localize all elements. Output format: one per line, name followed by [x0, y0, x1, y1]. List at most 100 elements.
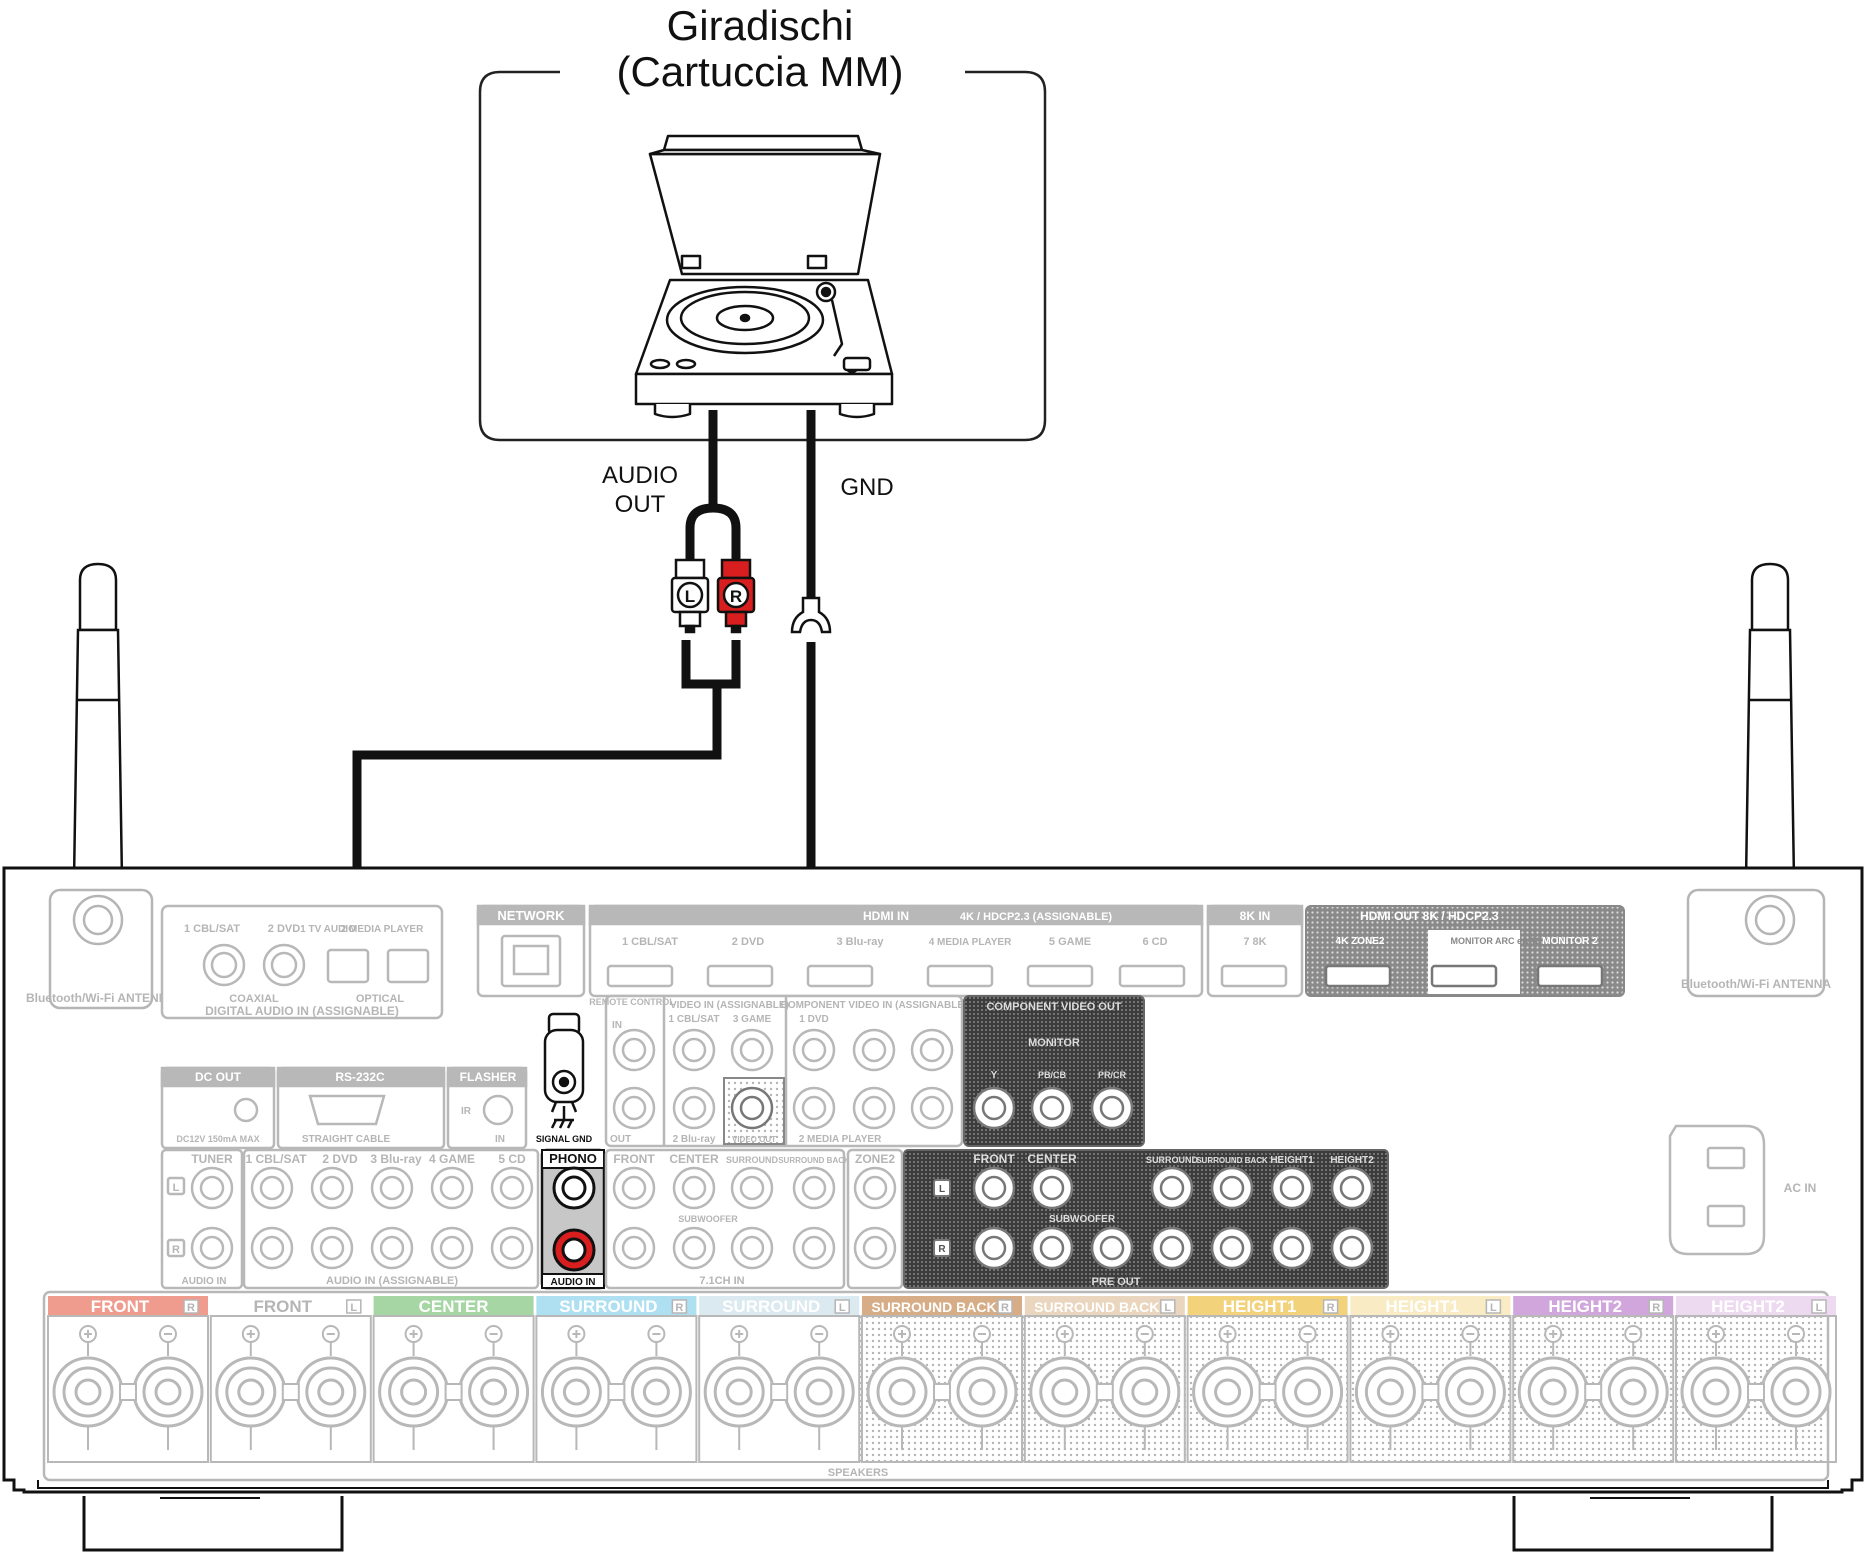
speaker-terminal-header	[699, 1296, 860, 1316]
phono-audio-in-label: AUDIO IN	[551, 1277, 596, 1288]
ac-in-label: AC IN	[1784, 1181, 1817, 1195]
speaker-side-letter: L	[1490, 1302, 1497, 1314]
hdmi-input-3: 3 Blu-ray	[836, 936, 884, 948]
audio-in-2-label: 2 DVD	[322, 1152, 358, 1166]
audio-in-section	[160, 1148, 540, 1290]
speaker-side-box	[1485, 1299, 1502, 1314]
speaker-terminal-body	[1023, 1315, 1186, 1463]
comp-pr-label: PR/CR	[1098, 1070, 1127, 1080]
hdmi-out-monitor-label: MONITOR ARC eARC	[1450, 936, 1542, 946]
audio-in-3-label: 3 Blu-ray	[370, 1152, 422, 1166]
video-in-section	[604, 994, 964, 1148]
pre-out-subwoofer-label: SUBWOOFER	[1049, 1214, 1116, 1225]
speaker-side-box	[1160, 1299, 1176, 1314]
zone2-section	[846, 1148, 904, 1290]
speaker-side-box	[671, 1299, 688, 1314]
pre-out-center-label: CENTER	[1027, 1152, 1077, 1166]
speaker-terminal-header	[1350, 1296, 1511, 1316]
multich-in-label: 7.1CH IN	[699, 1275, 744, 1287]
component-in-label: COMPONENT VIDEO IN (ASSIGNABLE)	[781, 1000, 968, 1011]
pre-out-surround-label: SURROUND	[1146, 1155, 1199, 1165]
multichannel-in-section	[604, 1148, 846, 1290]
speaker-terminal-header	[1676, 1296, 1836, 1316]
antenna-base-right	[1686, 888, 1826, 998]
zone2-label: ZONE2	[855, 1152, 895, 1166]
component-in-1-label: 1 DVD	[799, 1014, 828, 1025]
hdmi-input-labels: 1 CBL/SAT 2 DVD 3 Blu-ray 4 MEDIA PLAYER…	[622, 936, 1267, 948]
flasher-label: FLASHER	[460, 1070, 517, 1084]
audio-in-r-marker: R	[172, 1244, 180, 1256]
pre-out-label: PRE OUT	[1092, 1276, 1141, 1288]
speaker-side-letter: R	[1652, 1302, 1660, 1314]
hdmi-out-monitor2-label: MONITOR 2	[1542, 936, 1598, 947]
network-label: NETWORK	[497, 908, 565, 923]
speaker-side-letter: L	[350, 1302, 357, 1314]
speaker-terminal-label: HEIGHT2	[1548, 1297, 1622, 1316]
speaker-side-letter: R	[675, 1302, 683, 1314]
hdmi-out-section	[1305, 905, 1625, 997]
hdmi-in-label: HDMI IN	[863, 909, 909, 923]
turntable-box	[478, 70, 1047, 442]
dc-spec-label: DC12V 150mA MAX	[176, 1134, 259, 1144]
speaker-side-box	[834, 1299, 850, 1314]
remote-in-label: IN	[612, 1020, 622, 1031]
speaker-side-box	[346, 1299, 362, 1314]
rca-plug-left	[670, 558, 710, 634]
speaker-side-box	[1322, 1299, 1339, 1314]
signal-gnd-label: SIGNAL GND	[536, 1134, 593, 1144]
pre-out-l-marker: L	[939, 1184, 945, 1195]
speaker-terminal-label: SURROUND	[722, 1297, 820, 1316]
audio-in-assignable-label: AUDIO IN (ASSIGNABLE)	[326, 1275, 458, 1287]
speaker-side-letter: L	[1816, 1302, 1823, 1314]
hdmi-input-4: 4 MEDIA PLAYER	[929, 937, 1012, 948]
gnd-spade-connector	[790, 596, 832, 634]
coax-1-label: 1 CBL/SAT	[184, 923, 240, 935]
speaker-side-letter: R	[187, 1302, 195, 1314]
gnd-label: GND	[840, 474, 894, 501]
video-out-label: VIDEO OUT	[732, 1135, 776, 1144]
multich-center-label: CENTER	[669, 1152, 719, 1166]
pre-out-height2-label: HEIGHT2	[1330, 1155, 1374, 1166]
speaker-terminal-label: FRONT	[91, 1297, 150, 1316]
hdmi-input-1: 1 CBL/SAT	[622, 936, 678, 948]
speakers-label: SPEAKERS	[828, 1467, 889, 1479]
multich-surround-label: SURROUND	[726, 1155, 779, 1165]
coax-2-label: 2 DVD	[268, 923, 300, 935]
speaker-side-box	[997, 1299, 1013, 1314]
hdmi-input-5: 5 GAME	[1049, 936, 1091, 948]
hdmi-in-spec: 4K / HDCP2.3 (ASSIGNABLE)	[960, 911, 1113, 923]
pre-out-height1-label: HEIGHT1	[1270, 1155, 1314, 1166]
comp-pb-label: PB/CB	[1038, 1070, 1067, 1080]
antenna-right	[1744, 562, 1796, 882]
signal-gnd-terminal	[543, 1012, 585, 1129]
straight-cable-label: STRAIGHT CABLE	[302, 1134, 391, 1145]
antenna-left	[72, 562, 124, 882]
audio-out-label-line1: AUDIO	[601, 462, 678, 489]
speaker-terminal-label: SURROUND BACK	[871, 1299, 996, 1315]
video-in-1-label: 1 CBL/SAT	[669, 1014, 720, 1025]
speaker-side-letter: R	[1327, 1302, 1335, 1314]
speaker-terminal-header	[862, 1296, 1022, 1316]
phono-input	[540, 1148, 606, 1290]
flasher-ir-label: IR	[461, 1106, 472, 1117]
component-video-out-section	[963, 995, 1145, 1147]
speaker-terminal: CENTER	[372, 1296, 535, 1463]
plug-l-letter: L	[685, 587, 695, 606]
speaker-terminal-label: FRONT	[254, 1297, 313, 1316]
remote-control-label: REMOTE CONTROL	[589, 997, 675, 1007]
speaker-terminal-body	[1349, 1315, 1512, 1463]
component-out-label: COMPONENT VIDEO OUT	[986, 1001, 1121, 1013]
audio-in-l-marker: L	[173, 1182, 180, 1194]
speaker-terminal-header	[1513, 1296, 1674, 1316]
flasher-in-label: IN	[495, 1134, 505, 1145]
speaker-terminal-header	[48, 1296, 208, 1316]
speaker-terminal: FRONT R	[47, 1296, 209, 1463]
